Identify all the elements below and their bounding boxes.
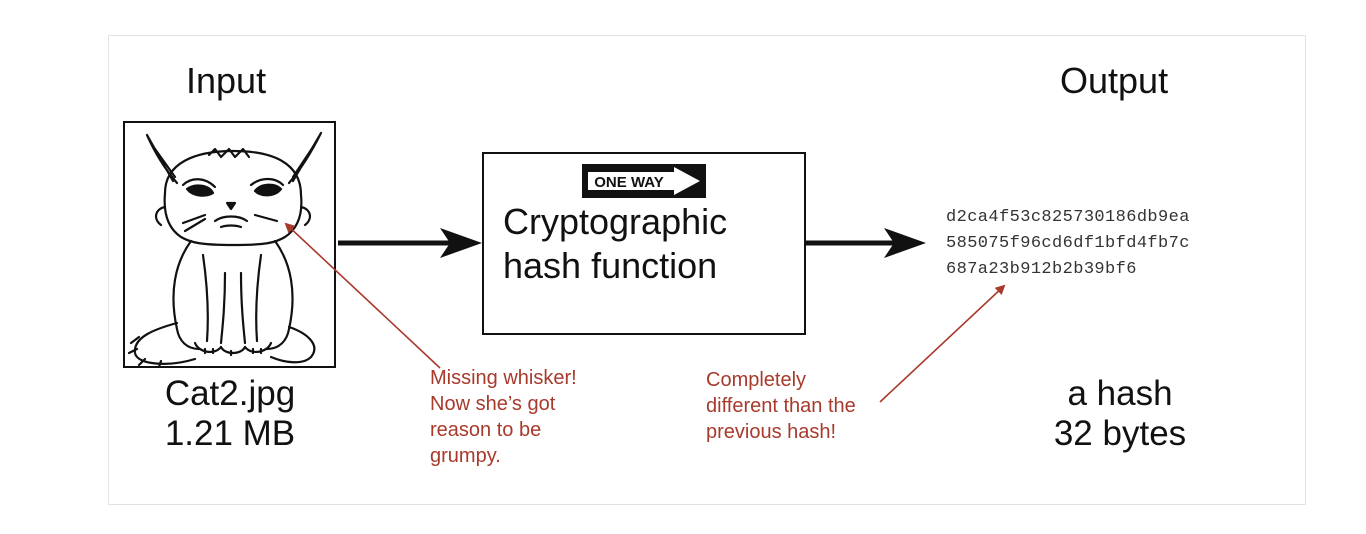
hash-function-title: Cryptographic hash function <box>503 200 727 288</box>
hash-annotation: Completely different than the previous h… <box>706 367 856 445</box>
hash-note-line-3: previous hash! <box>706 421 837 443</box>
hash-title-line-2: hash function <box>503 245 718 286</box>
hash-line-3: 687a23b912b2b39bf6 <box>946 260 1137 279</box>
hash-line-1: d2ca4f53c825730186db9ea <box>946 208 1190 227</box>
output-caption: a hash 32 bytes <box>1020 374 1220 454</box>
file-size: 1.21 MB <box>164 414 296 453</box>
one-way-sign-icon: ONE WAY <box>582 164 706 198</box>
output-size: 32 bytes <box>1053 414 1187 453</box>
cat-note-line-1: Missing whisker! <box>430 367 577 389</box>
grumpy-cat-icon <box>127 131 323 366</box>
input-heading: Input <box>186 60 267 101</box>
hash-note-line-2: different than the <box>706 395 856 417</box>
input-caption: Cat2.jpg 1.21 MB <box>125 374 335 454</box>
hash-note-line-1: Completely <box>706 369 807 391</box>
hash-output: d2ca4f53c825730186db9ea 585075f96cd6df1b… <box>946 205 1190 283</box>
cat-note-line-4: grumpy. <box>430 445 501 467</box>
output-heading: Output <box>1060 60 1169 101</box>
hash-title-line-1: Cryptographic <box>503 201 728 242</box>
cat-note-line-3: reason to be <box>430 419 542 441</box>
cat-image <box>123 121 336 368</box>
cat-note-line-2: Now she’s got <box>430 393 556 415</box>
cat-annotation: Missing whisker! Now she’s got reason to… <box>430 365 577 469</box>
file-name: Cat2.jpg <box>164 374 296 413</box>
output-label: a hash <box>1067 374 1173 413</box>
sign-text: ONE WAY <box>594 174 663 191</box>
hash-line-2: 585075f96cd6df1bfd4fb7c <box>946 234 1190 253</box>
